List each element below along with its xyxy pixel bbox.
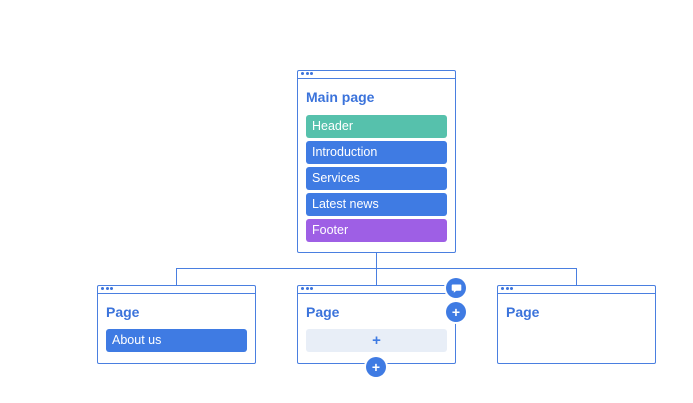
section-footer[interactable]: Footer [306, 219, 447, 242]
window-titlebar [298, 71, 455, 79]
add-section-placeholder[interactable]: + [306, 329, 447, 352]
window-titlebar [298, 286, 455, 294]
section-header[interactable]: Header [306, 115, 447, 138]
add-page-button[interactable]: + [446, 302, 466, 322]
main-page-title: Main page [306, 89, 375, 105]
main-page-window[interactable]: Main page Header Introduction Services L… [297, 70, 456, 253]
window-dots-icon [301, 72, 313, 75]
comment-button[interactable] [446, 278, 466, 298]
page-title: Page [506, 304, 540, 320]
window-dots-icon [501, 287, 513, 290]
child-page-window[interactable]: Page About us [97, 285, 256, 364]
section-services[interactable]: Services [306, 167, 447, 190]
section-introduction[interactable]: Introduction [306, 141, 447, 164]
add-child-button[interactable]: + [366, 357, 386, 377]
page-title: Page [306, 304, 340, 320]
window-titlebar [498, 286, 655, 294]
comment-icon [451, 284, 461, 293]
window-dots-icon [101, 287, 113, 290]
child-page-window[interactable]: Page [497, 285, 656, 364]
section-about-us[interactable]: About us [106, 329, 247, 352]
window-titlebar [98, 286, 255, 294]
window-dots-icon [301, 287, 313, 290]
child-page-window[interactable]: Page + [297, 285, 456, 364]
section-latest-news[interactable]: Latest news [306, 193, 447, 216]
page-title: Page [106, 304, 140, 320]
